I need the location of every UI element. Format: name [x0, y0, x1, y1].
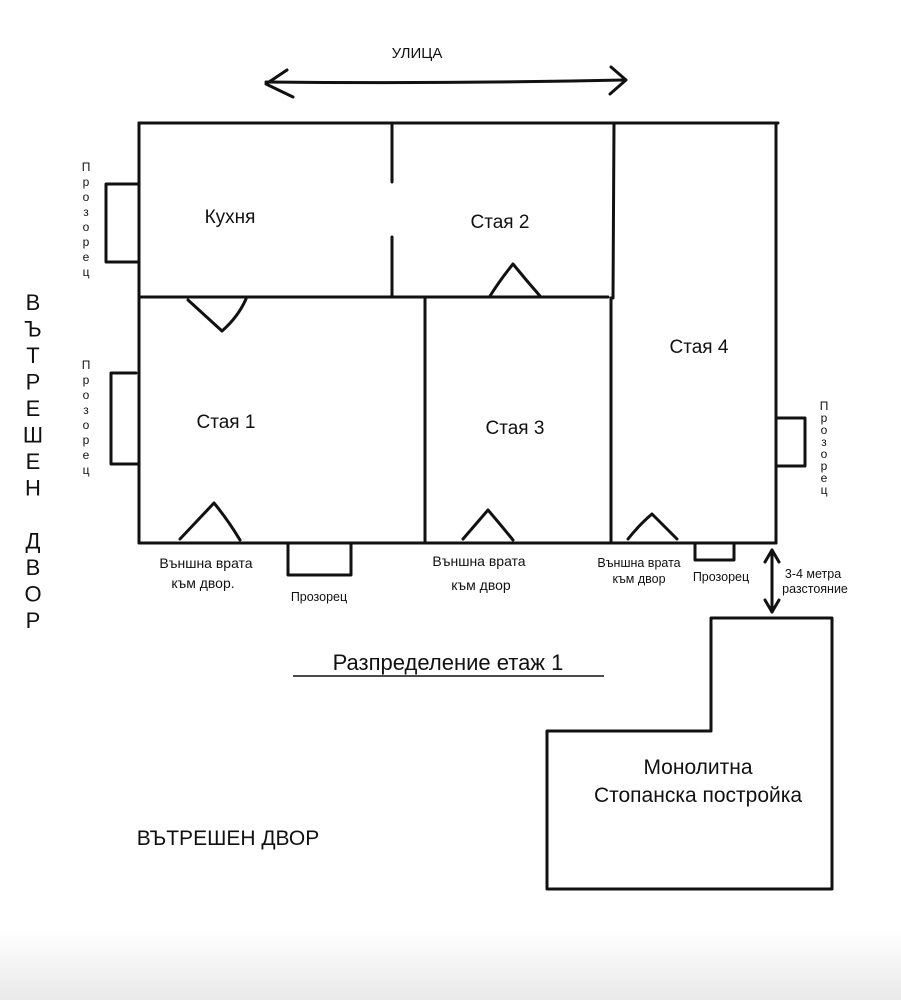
vertical-letter: ц [83, 265, 90, 279]
vertical-letter: е [83, 250, 90, 264]
vertical-letter: р [83, 373, 90, 387]
bottom-shadow [0, 930, 901, 1000]
vertical-letter: о [83, 418, 90, 432]
door4-label-line1: Външна врата [597, 556, 680, 570]
vertical-letter: о [83, 190, 90, 204]
room1-door-icon [178, 501, 242, 542]
room1-bottom-window-icon [286, 541, 353, 577]
vertical-letter: П [82, 358, 91, 372]
room4-door-icon [626, 512, 679, 541]
room2-door-icon [488, 262, 542, 298]
door1-label-line1: Външна врата [159, 555, 252, 571]
vertical-letter: о [83, 220, 90, 234]
plan-title: Разпределение етаж 1 [333, 650, 564, 675]
kitchen-window-icon [104, 182, 141, 264]
room2-label: Стая 2 [471, 212, 530, 233]
window-bottom-label-2: Прозорец [693, 570, 749, 584]
room4-window-icon [774, 416, 807, 468]
vertical-letter: о [83, 388, 90, 402]
vertical-letter: о [821, 423, 828, 437]
house-outline [137, 121, 780, 545]
vertical-letter: О [24, 582, 41, 607]
kitchen-door-icon [186, 297, 248, 333]
door3-label-line2: към двор [451, 577, 511, 593]
window-label-room4: Прозорец [820, 399, 829, 497]
door3-label-line1: Външна врата [432, 553, 525, 569]
room1-window-icon [109, 371, 141, 466]
vertical-letter: з [83, 403, 89, 417]
vertical-letter: Е [26, 396, 41, 421]
street-arrow [264, 65, 628, 99]
vertical-letter: е [821, 471, 828, 485]
vertical-letter: р [83, 175, 90, 189]
vertical-letter: Н [25, 476, 41, 501]
vertical-letter: Р [26, 370, 41, 395]
vertical-letter: Д [26, 529, 41, 554]
distance-label-line2: разстояние [782, 582, 848, 596]
vertical-letter: з [821, 435, 827, 449]
vertical-letter: Р [26, 608, 41, 633]
vertical-letter: Т [26, 343, 39, 368]
window-label-kitchen: Прозорец [82, 160, 91, 279]
vertical-letter: ц [821, 483, 828, 497]
vertical-letter: П [820, 399, 829, 413]
vertical-letter: р [821, 459, 828, 473]
interior-walls [137, 121, 616, 545]
room3-door-icon [461, 508, 515, 542]
vertical-letter: р [83, 235, 90, 249]
street-label: УЛИЦА [392, 45, 443, 62]
yard-label-bottom: ВЪТРЕШЕН ДВОР [137, 827, 319, 850]
room4-label: Стая 4 [670, 337, 729, 358]
vertical-letter: о [821, 447, 828, 461]
vertical-letter: Ш [23, 423, 43, 448]
window-bottom-label-1: Прозорец [291, 590, 347, 604]
vertical-letter: В [26, 555, 41, 580]
vertical-letter: р [83, 433, 90, 447]
door4-label-line2: към двор [612, 572, 665, 586]
vertical-letter: Ъ [24, 317, 41, 342]
outbuilding-label-line1: Монолитна [643, 756, 752, 779]
vertical-letter: Е [26, 449, 41, 474]
vertical-letter: е [83, 448, 90, 462]
vertical-letter: П [82, 160, 91, 174]
vertical-letter: р [821, 411, 828, 425]
vertical-letter: В [26, 290, 41, 315]
room1-label: Стая 1 [197, 412, 256, 433]
distance-arrow [763, 548, 781, 614]
door1-label-line2: към двор. [171, 575, 234, 591]
distance-label-line1: 3-4 метра [785, 567, 841, 581]
outbuilding-label-line2: Стопанска постройка [594, 784, 802, 807]
room4-bottom-window-icon [693, 541, 736, 562]
vertical-letter: ц [83, 463, 90, 477]
outbuilding-outline [545, 616, 834, 891]
kitchen-label: Кухня [205, 207, 256, 228]
room3-label: Стая 3 [486, 418, 545, 439]
window-label-room1: Прозорец [82, 358, 91, 477]
vertical-letter: з [83, 205, 89, 219]
